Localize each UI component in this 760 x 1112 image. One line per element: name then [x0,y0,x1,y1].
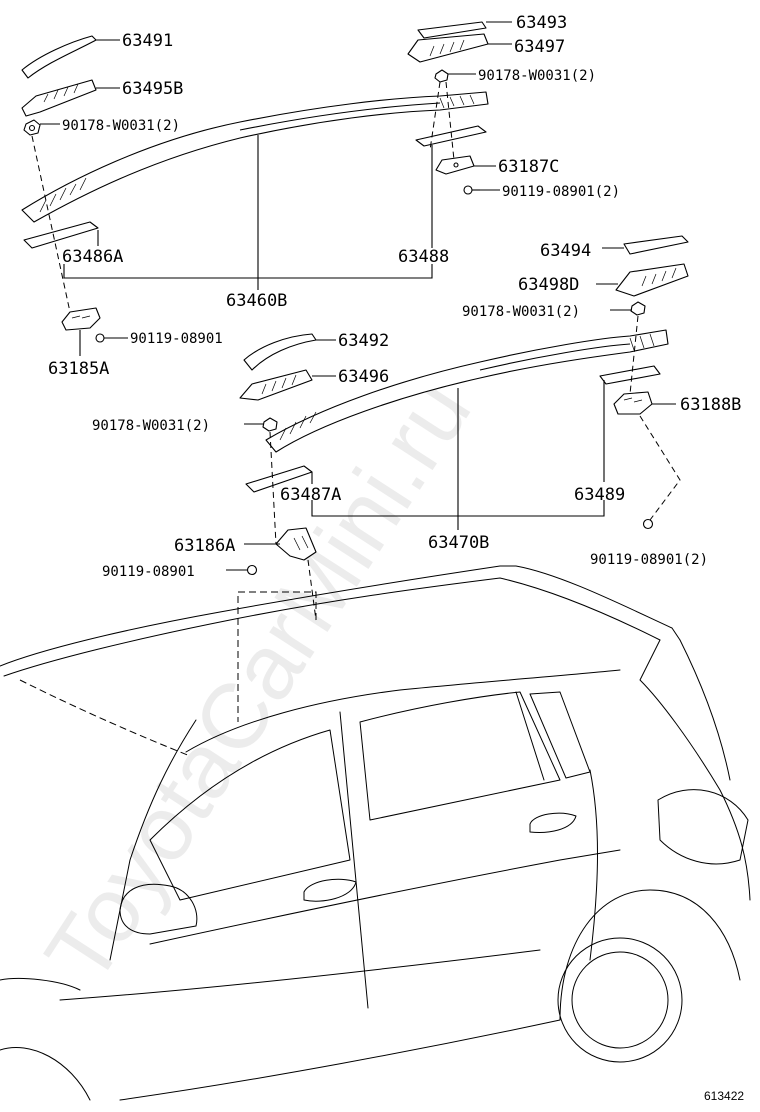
nut-icon [434,69,449,83]
part-63494-cover[interactable] [623,235,689,255]
label-63495B: 63495B [122,79,183,99]
part-63185A-clip[interactable] [61,307,101,331]
watermark-text: ToyotaCarMini.ru [26,362,490,1001]
screw-icon [95,333,105,343]
label-63186A: 63186A [174,536,235,556]
part-63496-bracket[interactable] [239,369,313,401]
label-63188B: 63188B [680,395,741,415]
label-63187C: 63187C [498,157,559,177]
roof-rail-63460B[interactable] [21,91,489,223]
label-90178-w0031-right-top: 90178-W0031(2) [478,68,596,84]
nut-icon [23,119,41,136]
label-90119-08901-63186: 90119-08901 [102,564,195,580]
label-63498D: 63498D [518,275,579,295]
part-63186A-clip[interactable] [275,527,317,561]
nut-icon [630,301,646,316]
part-63495B-bracket[interactable] [21,79,97,117]
label-90178-w0031-right-mid: 90178-W0031(2) [462,304,580,320]
label-63492: 63492 [338,331,389,351]
vehicle-outline [0,565,751,1101]
label-90119-08901-63187: 90119-08901(2) [502,184,620,200]
label-90178-w0031-left-top: 90178-W0031(2) [62,118,180,134]
screw-icon [246,564,258,576]
label-63489: 63489 [574,485,625,505]
label-63460B: 63460B [226,291,287,311]
label-63496: 63496 [338,367,389,387]
label-63497: 63497 [514,37,565,57]
part-63187C-bracket[interactable] [435,155,475,175]
roof-rail-63470B[interactable] [265,329,669,453]
part-63493-cover[interactable] [417,21,487,39]
part-63491-cover[interactable] [21,35,97,79]
screw-icon [463,185,480,195]
label-63494: 63494 [540,241,591,261]
part-63486A-pad[interactable] [23,221,99,249]
part-63489-pad[interactable] [599,365,661,385]
part-63497-bracket[interactable] [407,33,489,63]
part-63492-cover[interactable] [243,333,317,371]
label-90119-08901-63188: 90119-08901(2) [590,552,708,568]
label-63486A: 63486A [62,247,123,267]
part-63488-pad[interactable] [415,125,487,147]
label-90119-08901-63185: 90119-08901 [130,331,223,347]
nut-icon [262,417,278,432]
label-63488: 63488 [398,247,449,267]
part-63498D-bracket[interactable] [615,263,689,297]
part-63188B-clip[interactable] [613,391,653,415]
label-63185A: 63185A [48,359,109,379]
label-63470B: 63470B [428,533,489,553]
part-labels: 63491 63495B 90178-W0031(2) 63486A 63488… [48,13,741,580]
figure-number: 613422 [704,1089,744,1103]
label-63487A: 63487A [280,485,341,505]
screw-icon [642,518,654,530]
label-63491: 63491 [122,31,173,51]
label-63493: 63493 [516,13,567,33]
label-90178-w0031-left-mid: 90178-W0031(2) [92,418,210,434]
